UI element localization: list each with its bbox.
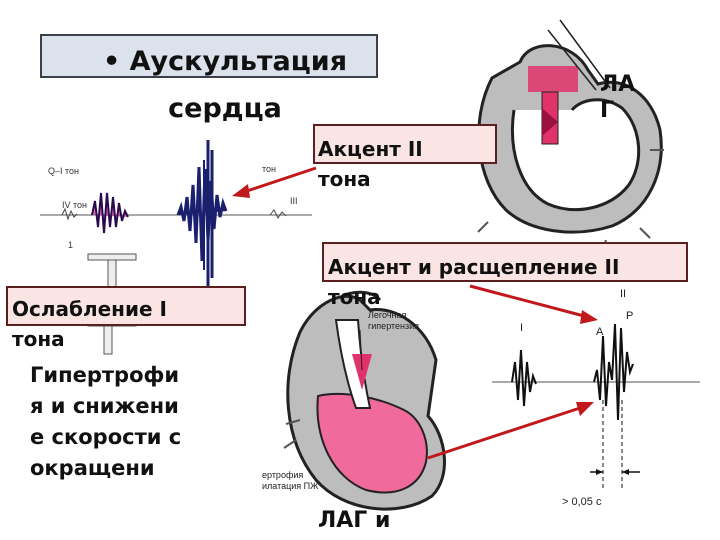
arrow-accent-ii (232, 166, 317, 198)
label-accent-split-ii: Акцент и расщепление II тона (328, 255, 620, 309)
pcg-right-p: P (626, 310, 634, 322)
hypertrophy-text: Гипертрофия и снижение скорости сокращен… (30, 363, 182, 480)
pcg-left-q-i: Q–I тон (48, 166, 80, 176)
pcg-left-iii: III (290, 196, 298, 206)
lag-bottom-label: ЛАГ и (318, 508, 391, 533)
heart-top-illustration (477, 19, 664, 255)
heart-bottom-illustration (283, 290, 446, 511)
ii-tone-trace (593, 323, 634, 421)
pcg-right-ii: II (620, 288, 627, 300)
hypertrophy-rv-label: ертрофия илатация ПЖ (262, 470, 319, 491)
ii-tone-burst (176, 166, 228, 262)
title-text: Аускультация сердца (129, 46, 348, 124)
label-weak-i: Ослабление I тона (12, 297, 167, 351)
right-phonocardiogram (492, 323, 700, 490)
page-title: • Аускультация сердца (60, 38, 390, 132)
pcg-right-i: I (520, 322, 524, 334)
label-box-weak-i (6, 286, 246, 326)
label-box-accent-ii (313, 124, 497, 164)
pcg-left-ii: тон (262, 164, 276, 174)
arrow-heart-to-pcg (427, 402, 594, 460)
pulm-hypertension-label: Легочная гипертензия (368, 310, 420, 331)
arrow-split-to-pcg (469, 284, 598, 324)
pcg-left-iv: IV тон (62, 200, 88, 210)
pcg-left-one: 1 (68, 240, 74, 250)
pcg-right-interval: > 0,05 с (562, 496, 602, 508)
title-bullet: • (102, 46, 121, 77)
pcg-right-a: A (596, 326, 604, 338)
i-tone-burst (91, 192, 129, 234)
i-tone-trace (511, 349, 537, 407)
label-box-accent-split-ii (322, 242, 688, 282)
lag-top-label: ЛАГ (600, 72, 636, 123)
title-box (40, 34, 378, 78)
label-accent-ii: Акцент II тона (318, 137, 423, 191)
